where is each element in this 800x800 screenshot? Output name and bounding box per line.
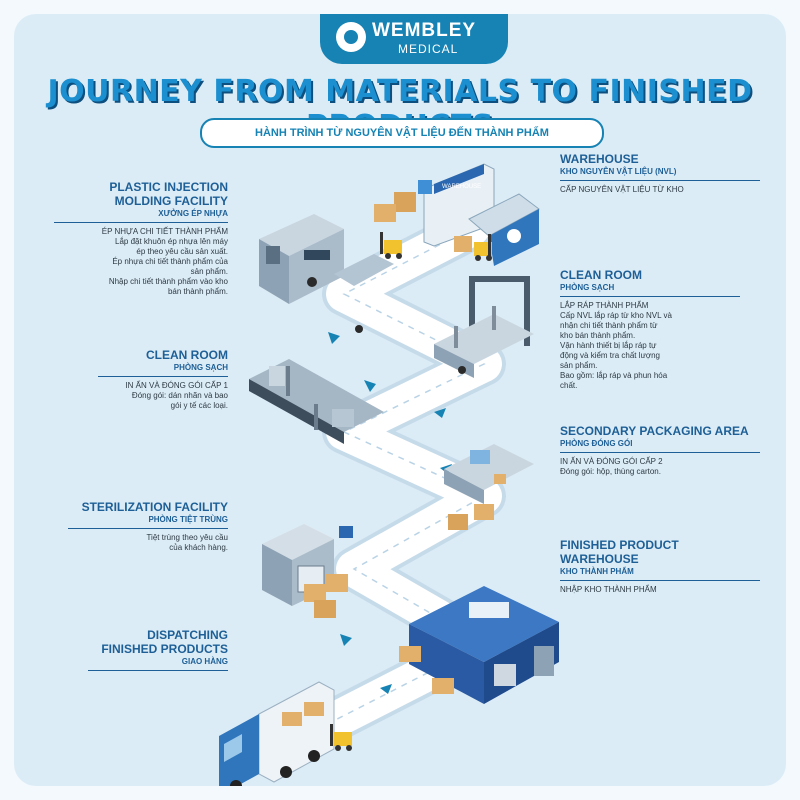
secondary-packaging-machine: [444, 444, 534, 530]
flow-arrow: [434, 408, 446, 418]
flow-arrow: [340, 634, 352, 646]
step-title: PLASTIC INJECTION MOLDING FACILITY: [109, 180, 228, 208]
injection-molding-machine: [259, 214, 394, 304]
brand-subname: MEDICAL: [398, 42, 459, 56]
step-injection-molding: PLASTIC INJECTION MOLDING FACILITY XƯỞNG…: [54, 180, 228, 297]
brand-name: WEMBLEY: [372, 20, 477, 41]
step-divider: [560, 180, 760, 181]
step-title: SECONDARY PACKAGING AREA: [560, 424, 749, 438]
step-subtitle: XƯỞNG ÉP NHỰA: [158, 209, 228, 218]
step-divider: [88, 670, 228, 671]
step-divider: [560, 296, 740, 297]
step-subtitle: PHÒNG SẠCH: [173, 363, 228, 372]
subtitle-pill: HÀNH TRÌNH TỪ NGUYÊN VẬT LIỆU ĐẾN THÀNH …: [200, 118, 604, 148]
brand-mark-icon: [336, 22, 366, 52]
process-illustration: WAREHOUSE: [219, 163, 559, 786]
step-clean-room-assembly: CLEAN ROOM PHÒNG SẠCH LẮP RÁP THÀNH PHẨM…: [560, 268, 740, 391]
step-title: WAREHOUSE: [560, 152, 639, 166]
step-description: CẤP NGUYÊN VẬT LIỆU TỪ KHO: [560, 185, 684, 194]
step-title: CLEAN ROOM: [560, 268, 642, 282]
step-divider: [54, 222, 228, 223]
step-description: ÉP NHỰA CHI TIẾT THÀNH PHẨM Lắp đặt khuô…: [101, 227, 228, 296]
infographic-panel: WAREHOUSE: [14, 14, 786, 786]
step-sterilization: STERILIZATION FACILITY PHÒNG TIỆT TRÙNG …: [68, 500, 228, 553]
forklift: [380, 232, 402, 259]
raw-material-warehouse: WAREHOUSE: [374, 163, 540, 266]
step-finished-warehouse: FINISHED PRODUCT WAREHOUSE KHO THÀNH PHẨ…: [560, 538, 760, 595]
step-divider: [560, 452, 760, 453]
step-subtitle: KHO NGUYÊN VẬT LIỆU (NVL): [560, 167, 677, 176]
forklift: [474, 234, 492, 261]
step-description: LẮP RÁP THÀNH PHẨM Cấp NVL lắp ráp từ kh…: [560, 301, 672, 390]
step-subtitle: PHÒNG SẠCH: [560, 283, 615, 292]
flow-arrow: [364, 380, 376, 392]
step-clean-room-packaging: CLEAN ROOM PHÒNG SẠCH IN ẤN VÀ ĐÓNG GÓI …: [98, 348, 228, 411]
step-title: STERILIZATION FACILITY: [81, 500, 228, 514]
step-warehouse: WAREHOUSE KHO NGUYÊN VẬT LIỆU (NVL) CẤP …: [560, 152, 760, 195]
step-dispatching: DISPATCHING FINISHED PRODUCTS GIAO HÀNG: [88, 628, 228, 675]
packaging-line: [249, 359, 384, 444]
step-secondary-packaging: SECONDARY PACKAGING AREA PHÒNG ĐÓNG GÓI …: [560, 424, 760, 477]
step-description: IN ẤN VÀ ĐÓNG GÓI CẤP 1 Đóng gói: dán nh…: [125, 381, 228, 410]
step-description: NHẬP KHO THÀNH PHẨM: [560, 585, 657, 594]
step-description: IN ẤN VÀ ĐÓNG GÓI CẤP 2 Đóng gói: hộp, t…: [560, 457, 663, 476]
step-description: Tiệt trùng theo yêu cầu của khách hàng.: [146, 533, 228, 552]
delivery-truck: [219, 681, 352, 786]
forklift: [330, 724, 352, 751]
step-subtitle: GIAO HÀNG: [181, 657, 228, 666]
warehouse-sign: WAREHOUSE: [442, 184, 481, 190]
step-divider: [98, 376, 228, 377]
brand-logo: WEMBLEY MEDICAL: [320, 14, 508, 64]
step-subtitle: PHÒNG TIỆT TRÙNG: [148, 515, 228, 524]
step-title: DISPATCHING FINISHED PRODUCTS: [101, 628, 228, 656]
finished-product-warehouse: [399, 586, 559, 704]
flow-arrow: [380, 684, 392, 694]
sterilization-chamber: [262, 524, 353, 618]
step-title: CLEAN ROOM: [146, 348, 228, 362]
flow-arrow: [328, 332, 340, 344]
assembly-robots: [355, 276, 534, 378]
step-divider: [68, 528, 228, 529]
step-subtitle: KHO THÀNH PHẨM: [560, 567, 634, 576]
step-title: FINISHED PRODUCT WAREHOUSE: [560, 538, 679, 566]
step-divider: [560, 580, 760, 581]
step-subtitle: PHÒNG ĐÓNG GÓI: [560, 439, 633, 448]
